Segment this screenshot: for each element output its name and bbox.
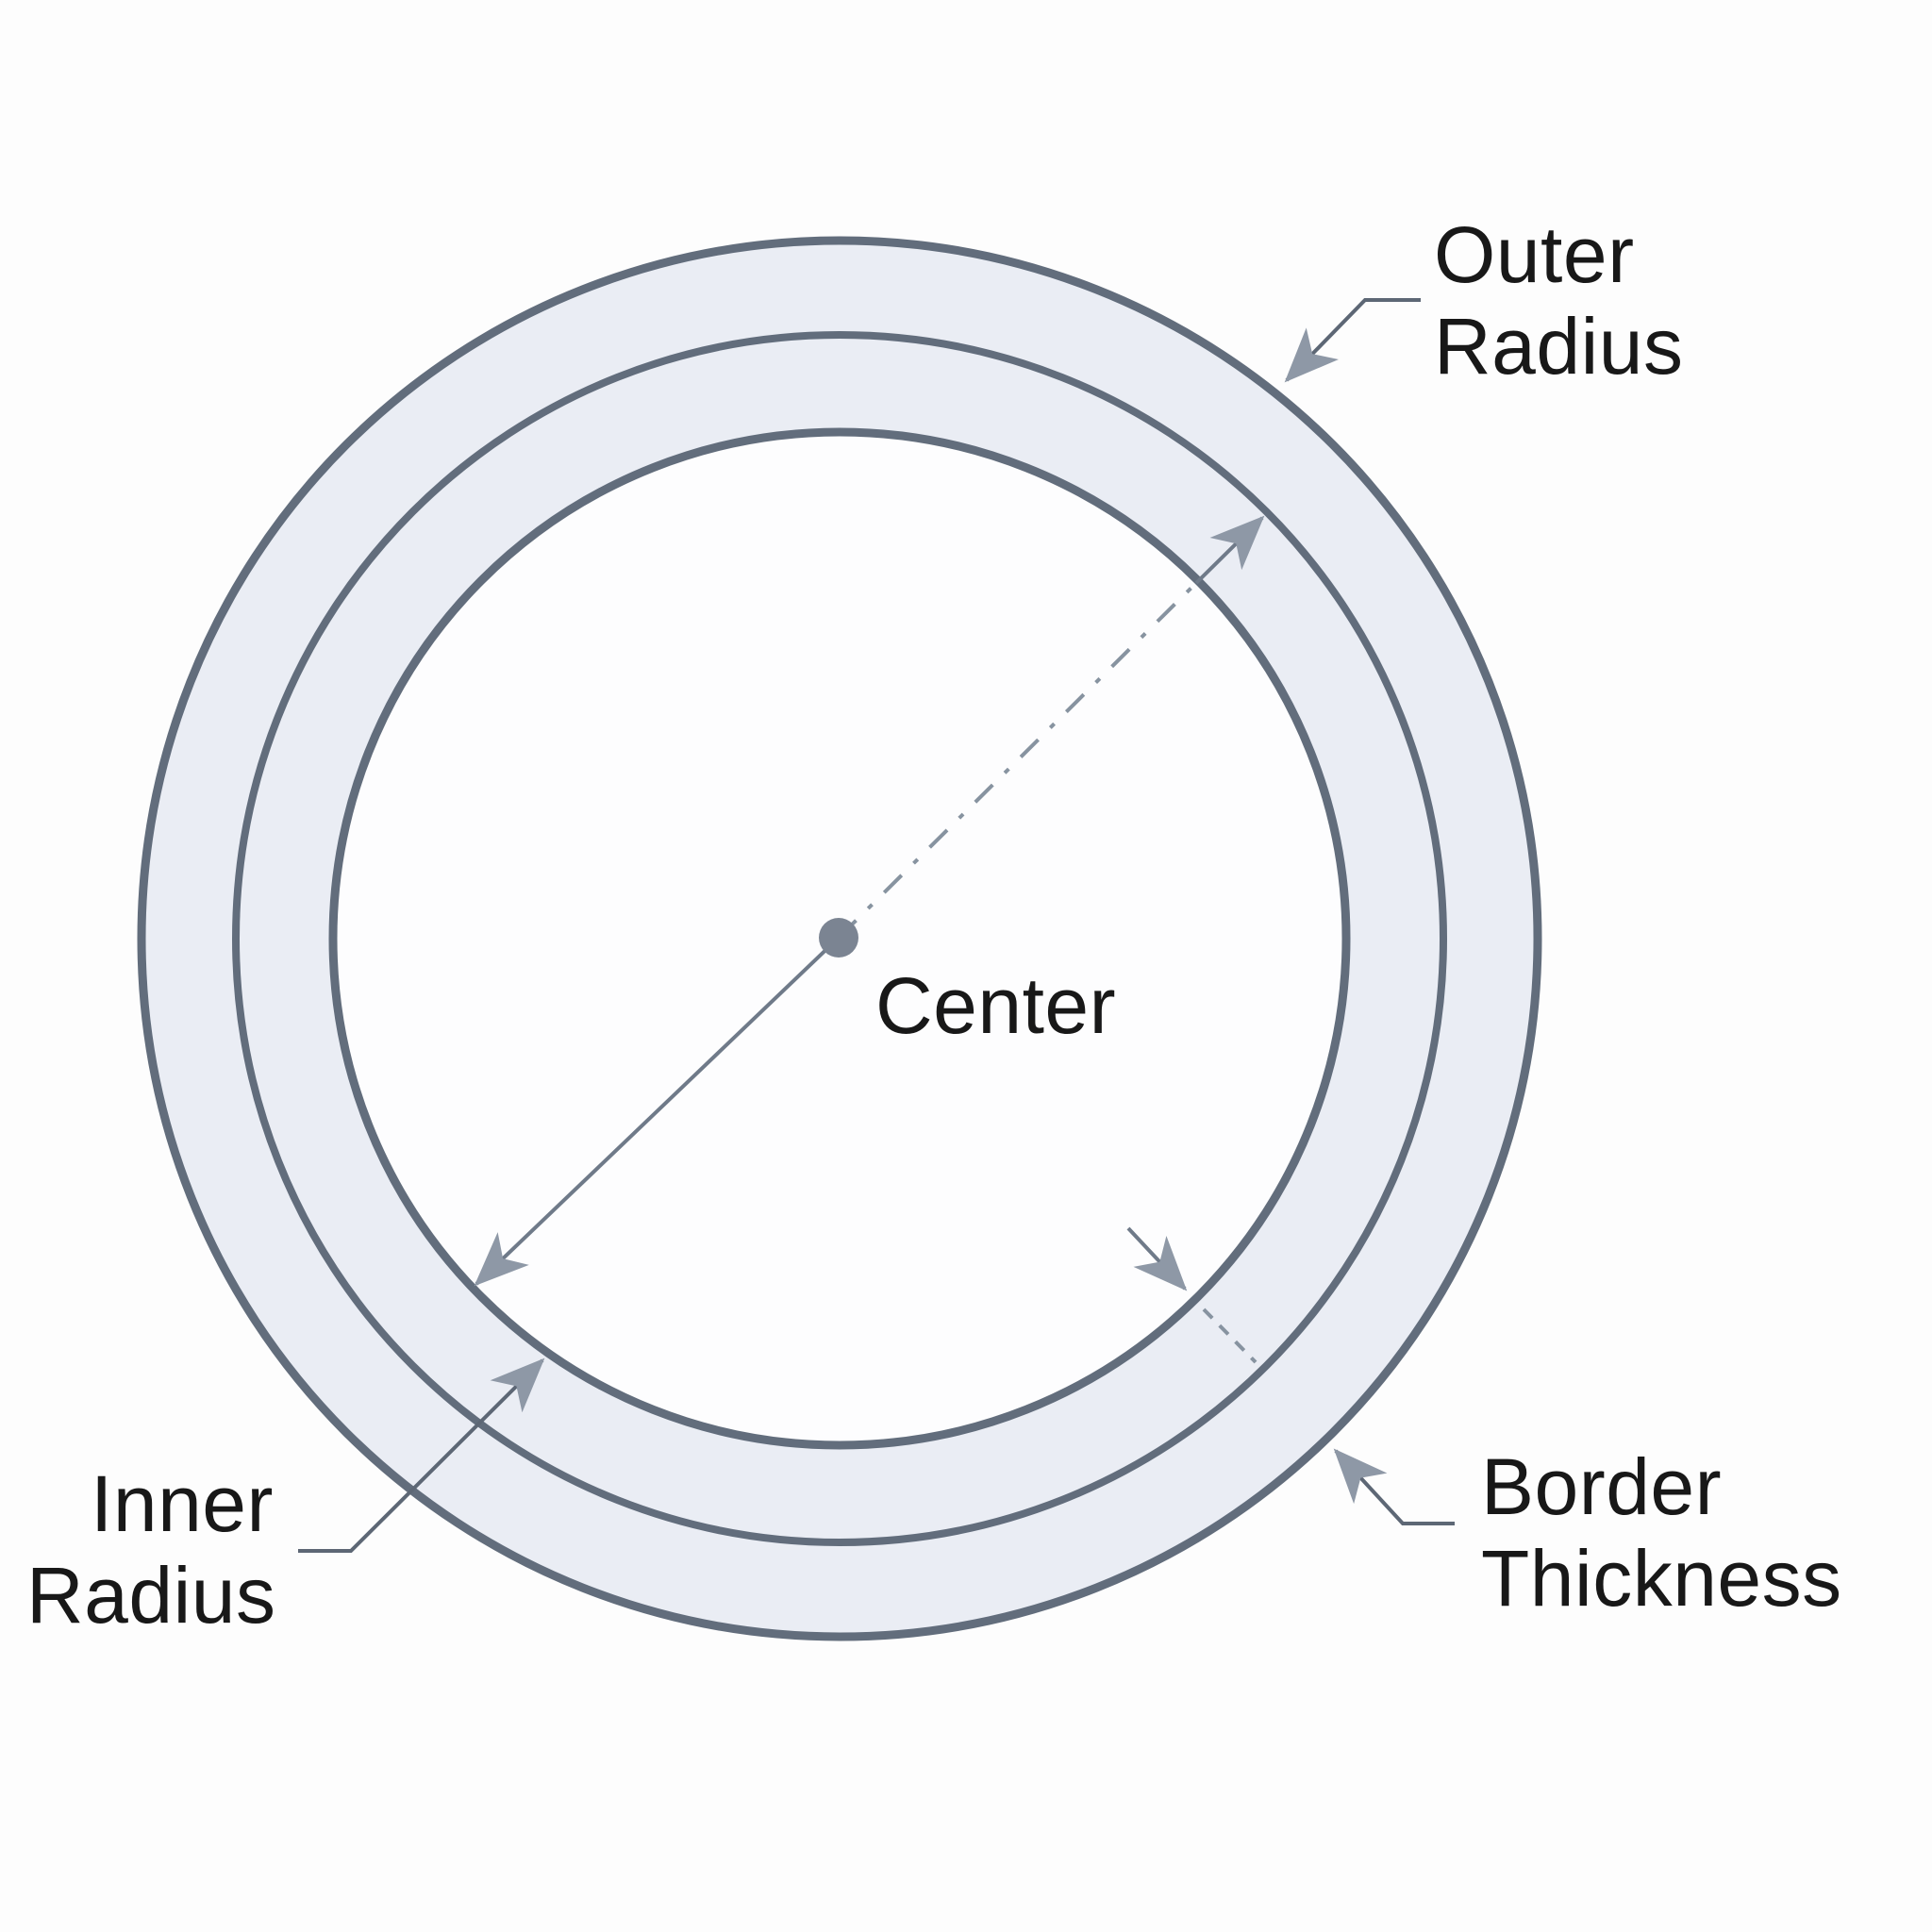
outer-radius-label-line1: Outer <box>1434 210 1635 299</box>
center-dot <box>819 918 858 958</box>
center-label-text: Center <box>875 961 1117 1050</box>
outer-radius-measure-arrow <box>1194 515 1265 585</box>
border-thickness-leader-line <box>1333 1448 1455 1525</box>
border-thickness-label-line1: Border <box>1481 1442 1723 1531</box>
outer-radius-label: Outer Radius <box>1434 209 1683 392</box>
outer-radius-leader-line <box>1284 298 1421 383</box>
inner-radius-label-line1: Inner <box>91 1459 274 1548</box>
border-thickness-label: Border Thickness <box>1481 1441 1842 1624</box>
center-label: Center <box>875 960 1116 1052</box>
inner-radius-leader-line <box>298 1357 545 1553</box>
middle-circle <box>232 331 1447 1546</box>
border-thickness-arrow <box>1126 1226 1188 1291</box>
inner-radius-measure-line <box>474 936 841 1287</box>
inner-radius-label: Inner Radius <box>26 1458 276 1641</box>
inner-radius-label-line2: Radius <box>26 1551 276 1640</box>
outer-radius-measure-dash-line <box>837 581 1198 940</box>
border-thickness-label-line2: Thickness <box>1481 1534 1842 1623</box>
outer-radius-label-line2: Radius <box>1434 302 1684 391</box>
